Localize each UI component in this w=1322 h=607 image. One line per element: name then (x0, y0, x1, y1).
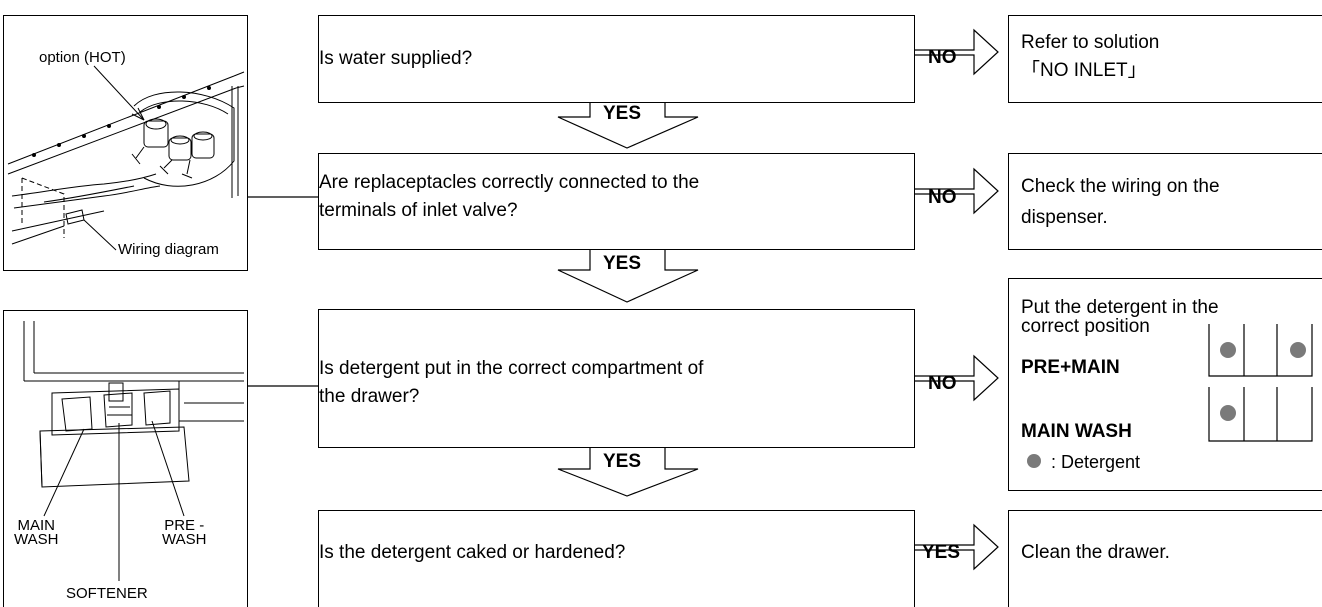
question-3-text: Is detergent put in the correct compartm… (319, 358, 704, 407)
result-4-text: Clean the drawer. (1021, 542, 1170, 563)
valve-illustration (7, 65, 245, 251)
detergent-legend-dot (1027, 454, 1041, 468)
branch-label-4: YES (922, 542, 961, 563)
question-1-text: Is water supplied? (319, 48, 473, 69)
detergent-dot-pre-main-2 (1290, 342, 1306, 358)
branch-label-3: NO (928, 373, 957, 394)
detergent-legend-text: : Detergent (1051, 452, 1141, 472)
branch-label-2: NO (928, 187, 957, 208)
valve-illustration-panel: option (HOT) Wiring diagram (3, 15, 248, 271)
down-arrow-1 (557, 103, 699, 149)
result-box-1: Refer to solution「NO INLET」 (1008, 15, 1322, 103)
question-box-2: Are replaceptacles correctly connected t… (318, 153, 915, 250)
hot-option-label: option (HOT) (39, 49, 126, 66)
drawer-illustration (23, 321, 244, 581)
result-box-3: Put the detergent in the correct positio… (1008, 278, 1322, 491)
question-box-3: Is detergent put in the correct compartm… (318, 309, 915, 448)
continue-label-2: YES (603, 253, 642, 274)
softener-label: SOFTENER (66, 585, 148, 602)
down-arrow-2 (557, 250, 699, 303)
option-pre-main-label: PRE+MAIN (1021, 357, 1120, 378)
right-arrow-2 (914, 167, 999, 215)
detergent-dot-pre-main-1 (1220, 342, 1236, 358)
right-arrow-1 (914, 28, 999, 76)
main-wash-grid (1208, 387, 1313, 442)
continue-label-3: YES (603, 451, 642, 472)
right-arrow-4 (914, 523, 999, 571)
detergent-dot-main-wash (1220, 405, 1236, 421)
result-3-line1: Put the detergent in the (1021, 297, 1219, 318)
down-arrow-3 (557, 448, 699, 497)
result-box-4: Clean the drawer. (1008, 510, 1322, 607)
result-3-line2: correct position (1021, 316, 1150, 337)
option-main-wash-label: MAIN WASH (1021, 421, 1132, 442)
question-2-text: Are replaceptacles correctly connected t… (319, 172, 700, 221)
right-arrow-3 (914, 354, 999, 402)
branch-label-1: NO (928, 47, 957, 68)
question-box-1: Is water supplied? (318, 15, 915, 103)
result-1-text: Refer to solution「NO INLET」 (1021, 32, 1160, 81)
question-box-4: Is the detergent caked or hardened? (318, 510, 915, 607)
wiring-diagram-label: Wiring diagram (118, 241, 219, 258)
pre-main-grid (1208, 324, 1313, 377)
prewash-label: PRE -WASH (162, 517, 207, 548)
question-4-text: Is the detergent caked or hardened? (319, 542, 626, 563)
continue-label-1: YES (603, 103, 642, 124)
